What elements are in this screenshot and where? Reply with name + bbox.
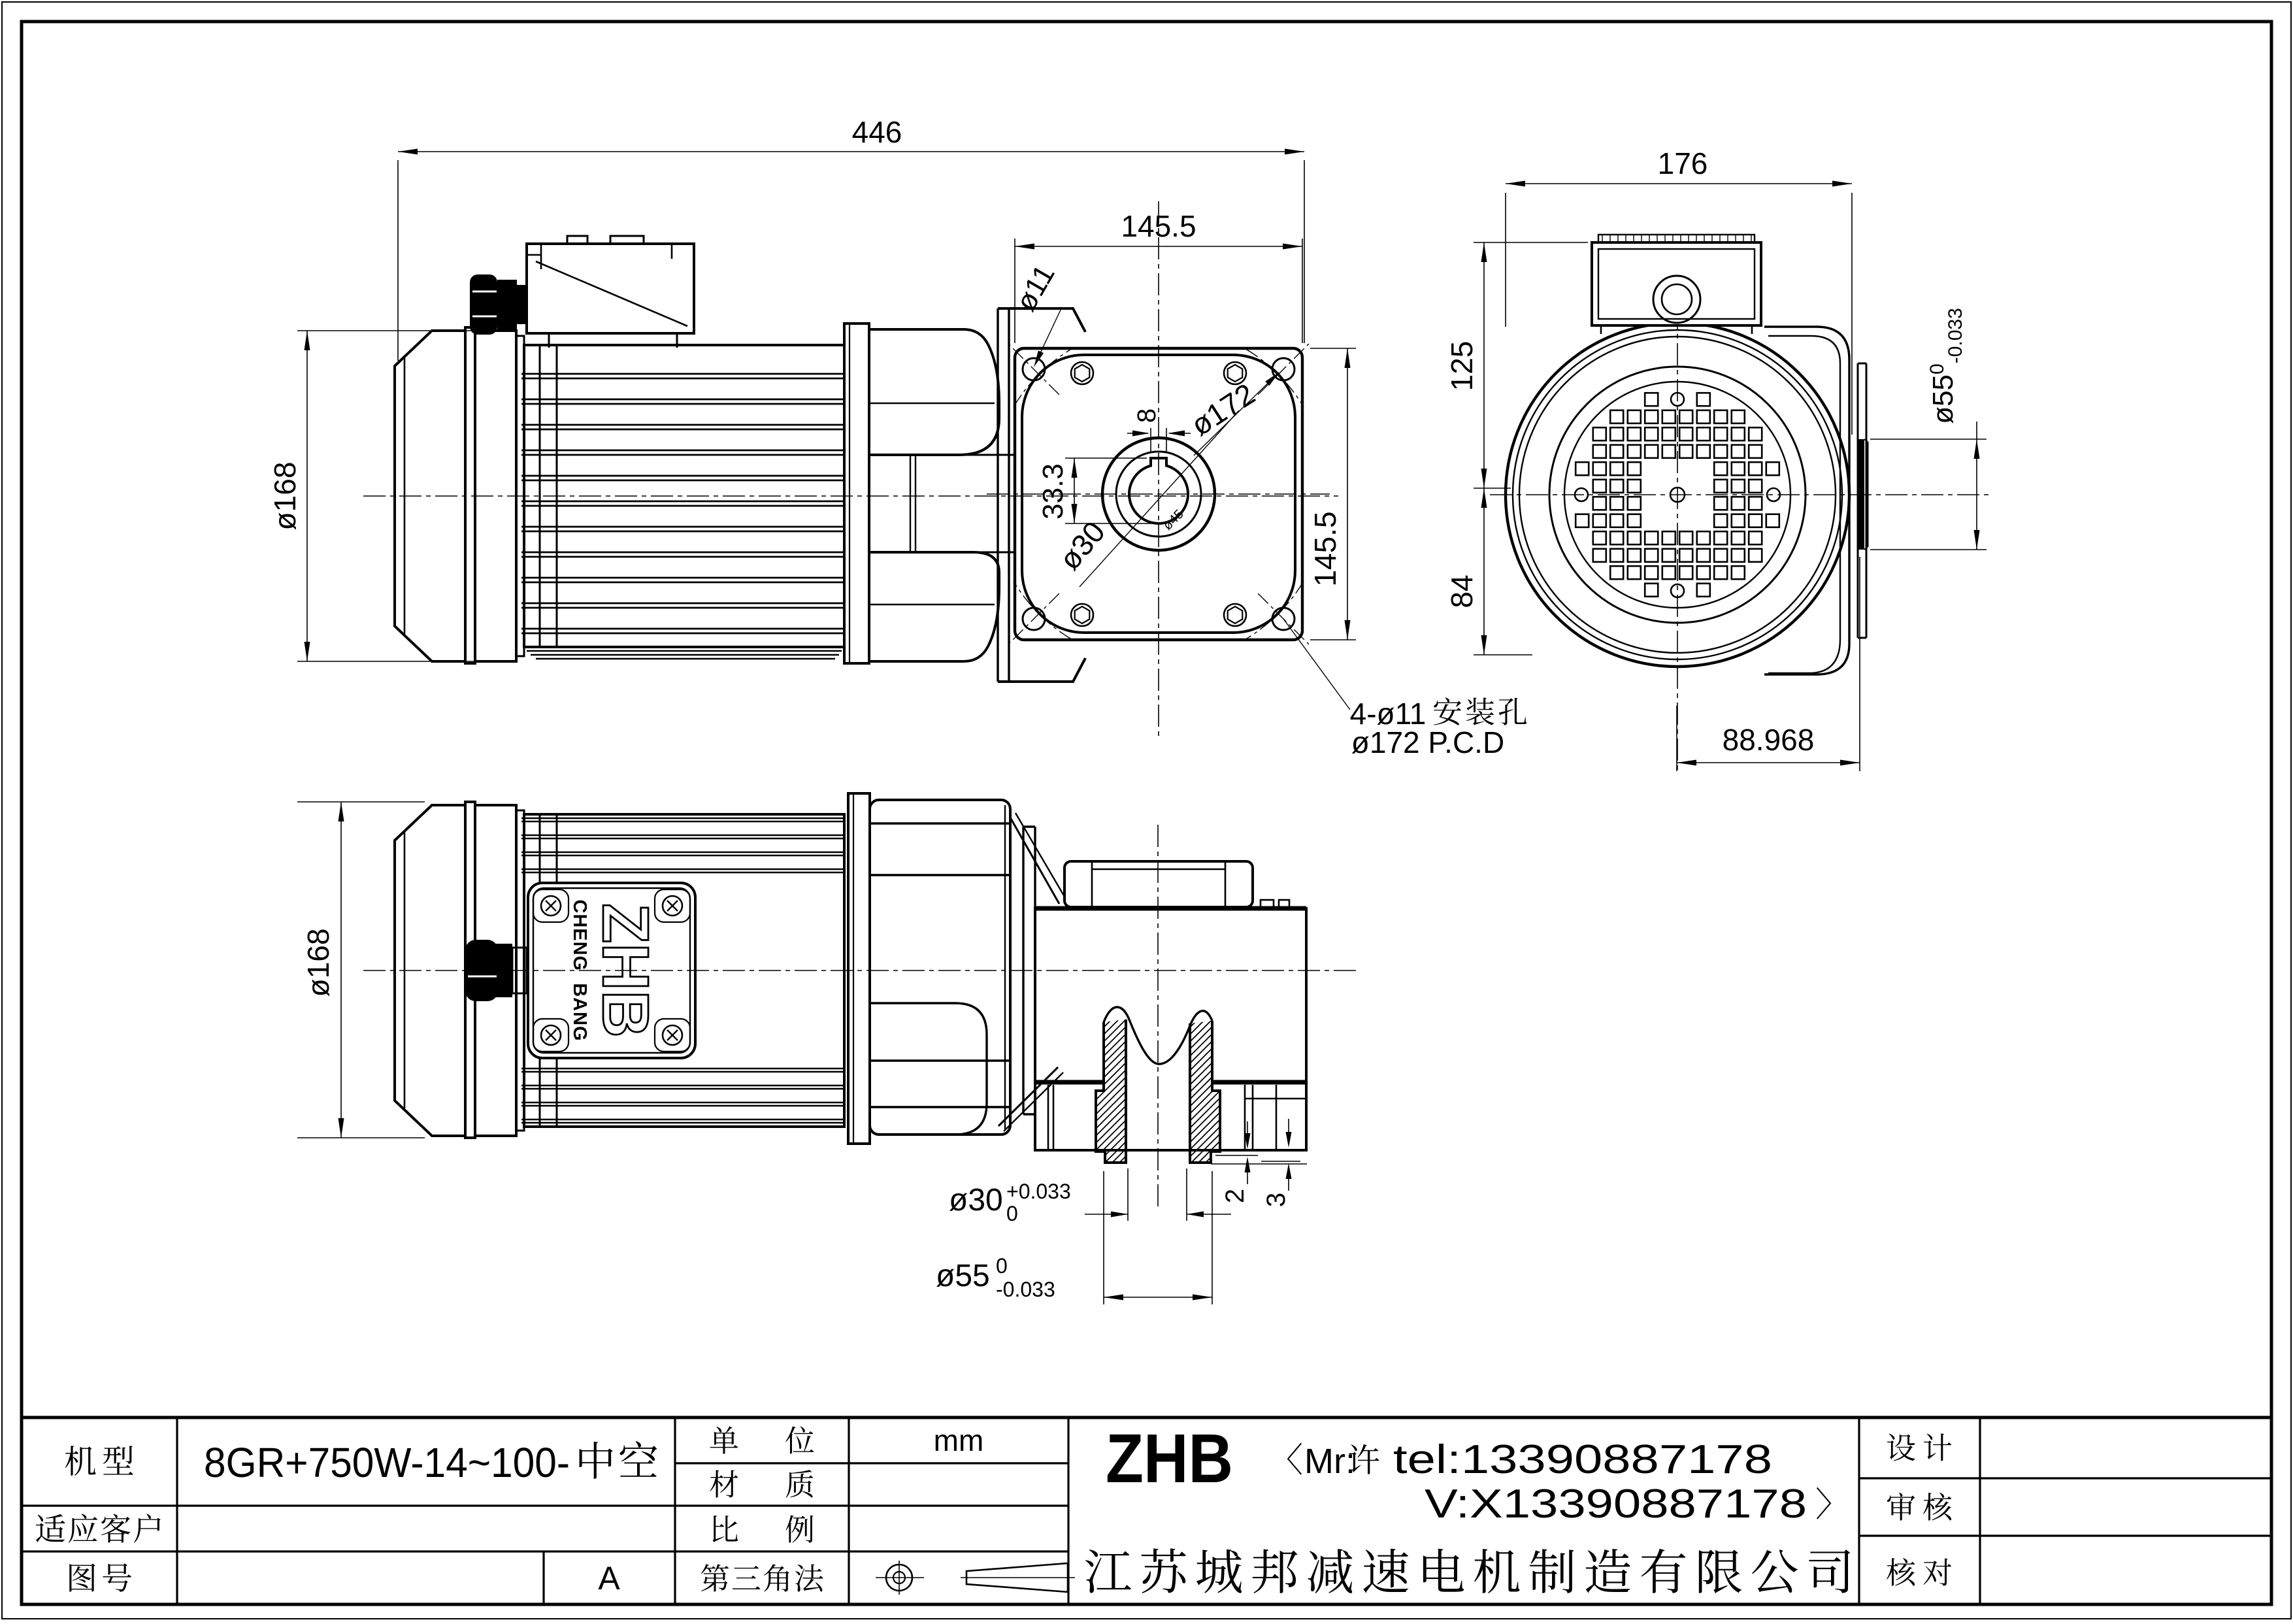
- svg-text:0: 0: [1006, 1202, 1018, 1225]
- svg-text:Mr:: Mr:: [1304, 1442, 1355, 1481]
- svg-text:125: 125: [1445, 341, 1479, 391]
- svg-text:A: A: [598, 1560, 620, 1597]
- svg-text:ZHB: ZHB: [1106, 1420, 1233, 1497]
- svg-text:ø168: ø168: [268, 462, 302, 531]
- svg-text:ZHB: ZHB: [589, 903, 662, 1038]
- svg-text:ø55: ø55: [936, 1259, 990, 1293]
- svg-text:84: 84: [1445, 574, 1479, 608]
- svg-text:2: 2: [1221, 1189, 1249, 1203]
- svg-text:tel:13390887178: tel:13390887178: [1393, 1437, 1772, 1482]
- svg-text:mm: mm: [934, 1423, 984, 1457]
- svg-text:V:X13390887178: V:X13390887178: [1425, 1482, 1807, 1527]
- svg-text:446: 446: [852, 115, 902, 149]
- svg-text:-0.033: -0.033: [996, 1278, 1055, 1301]
- svg-text:ø30: ø30: [949, 1183, 1003, 1218]
- svg-text:145.5: 145.5: [1121, 209, 1196, 243]
- svg-text:88.968: 88.968: [1723, 723, 1815, 757]
- svg-text:8GR+750W-14~100-: 8GR+750W-14~100-: [204, 1439, 570, 1486]
- svg-text:3: 3: [1262, 1193, 1291, 1207]
- svg-text:ø172 P.C.D: ø172 P.C.D: [1351, 725, 1504, 759]
- svg-text:33.3: 33.3: [1037, 463, 1069, 520]
- svg-text:176: 176: [1658, 146, 1708, 180]
- svg-text:145.5: 145.5: [1308, 511, 1342, 586]
- svg-text:0: 0: [996, 1254, 1008, 1278]
- svg-text:8: 8: [1132, 408, 1161, 423]
- svg-text:ø168: ø168: [301, 929, 335, 997]
- svg-text:4-ø11: 4-ø11: [1350, 697, 1427, 731]
- svg-text:CHENG BANG: CHENG BANG: [569, 899, 590, 1041]
- svg-text:+0.033: +0.033: [1006, 1180, 1071, 1203]
